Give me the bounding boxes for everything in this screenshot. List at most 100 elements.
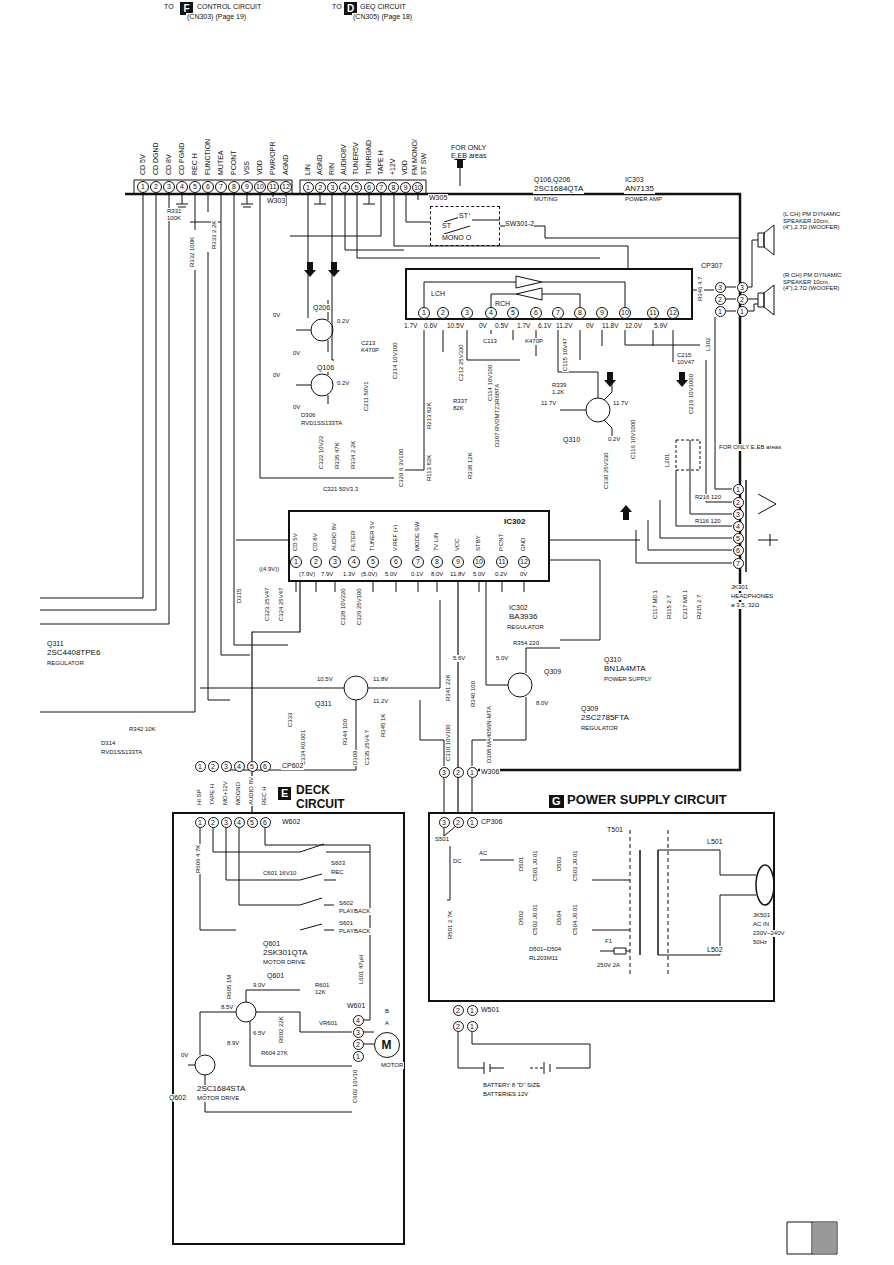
schematic-label: MONO O — [441, 234, 472, 242]
schematic-label: Q206 — [312, 304, 331, 312]
schematic-label: W303 — [266, 197, 286, 205]
schematic-label: 0V — [292, 404, 301, 411]
schematic-label: CP306 — [480, 818, 503, 826]
transistor-symbol — [508, 673, 532, 697]
wire — [420, 700, 444, 766]
pin-number: 1 — [737, 306, 748, 317]
component-label: R338 12K — [467, 451, 474, 480]
wire — [524, 582, 525, 592]
pin-number: 4 — [234, 817, 245, 828]
wire — [404, 330, 424, 470]
ac-inlet-symbol — [756, 865, 774, 905]
schematic-label: Q601 — [266, 972, 285, 980]
transistor-symbol — [586, 398, 610, 422]
component-label: STBY — [475, 534, 482, 552]
schematic-label: R216 120 — [694, 494, 722, 501]
component-label: R215 2.7 — [696, 594, 703, 620]
wire — [418, 582, 419, 592]
wire — [300, 180, 426, 194]
schematic-label: 0.5V — [494, 322, 509, 329]
schematic-label: B — [384, 1008, 390, 1015]
schematic-label: R604 27K — [260, 1050, 289, 1057]
component-label: LIN — [304, 163, 312, 176]
wire — [639, 850, 641, 955]
schematic-label: A — [384, 1020, 390, 1027]
component-label: C322 10V22 — [318, 435, 325, 470]
pin-number: 6 — [390, 556, 402, 568]
schematic-label: (L CH) PM DYNAMIC SPEAKER 10cm, (4"),2.7… — [782, 211, 848, 231]
schematic-label: T501 — [606, 826, 624, 834]
wire — [236, 540, 288, 541]
component-label: R115 2.7 — [666, 594, 673, 620]
schematic-label: CONTROL CIRCUIT — [196, 3, 262, 11]
transistor-symbol — [344, 676, 368, 700]
pin-number: 3 — [163, 181, 175, 193]
wire — [486, 582, 508, 685]
pin-number: 2 — [453, 1005, 464, 1016]
component-label: TAPE H — [209, 783, 216, 806]
wire — [328, 340, 329, 352]
circuit-wire — [252, 582, 300, 812]
component-label: C116 10V1000 — [630, 418, 637, 460]
pin-number: 4 — [234, 761, 245, 772]
component-label: HI SP — [196, 788, 203, 806]
schematic-label: 2SK301QTA — [262, 949, 308, 958]
schematic-label: MOTOR — [380, 1062, 404, 1069]
pin-number: 9 — [400, 182, 411, 193]
wire — [447, 846, 450, 900]
component-label: C217 M0.1 — [682, 589, 689, 620]
component-label: C326 25V100 — [356, 587, 363, 626]
pin-number: 9 — [452, 556, 464, 568]
schematic-label: PLAYBACK — [338, 928, 371, 935]
pin-number: 4 — [348, 556, 360, 568]
schematic-label: S603 — [330, 860, 346, 867]
section-letter: E — [278, 787, 291, 800]
pin-number: 2 — [453, 767, 464, 778]
schematic-label: ø 3.5, 32Ω — [730, 602, 760, 609]
wire — [653, 330, 654, 346]
wire — [673, 330, 674, 362]
component-label: MOGND — [235, 781, 242, 806]
pin-number: 1 — [467, 817, 478, 828]
schematic-label: HEADPHONES — [730, 593, 774, 600]
wire — [676, 470, 732, 526]
component-symbol — [764, 285, 774, 315]
signal-arrow — [304, 262, 316, 277]
schematic-label: R337 82K — [452, 398, 474, 411]
schematic-label: C113 — [482, 338, 498, 345]
wire — [40, 194, 195, 712]
wire — [787, 1222, 837, 1254]
component-label: C214 10V100 — [392, 341, 399, 380]
component-label: REC H — [261, 785, 268, 806]
wire — [491, 330, 492, 334]
schematic-label: 0.6V — [423, 322, 438, 329]
wire — [176, 194, 188, 207]
component-label: AUDIO 8V — [248, 776, 255, 806]
component-label: R113 82K — [426, 454, 433, 482]
component-label: FUNCTION — [204, 138, 212, 176]
pin-number: 8 — [574, 307, 586, 319]
schematic-label: D501~D504 — [528, 946, 562, 953]
component-label: L302 — [705, 337, 712, 352]
wire — [580, 294, 581, 307]
schematic-label: R601 12K — [314, 982, 338, 995]
wire — [748, 299, 758, 300]
pin-number: 2 — [208, 761, 219, 772]
schematic-label: 11.8V — [449, 571, 466, 578]
wire — [484, 1062, 550, 1074]
wire — [200, 828, 236, 930]
component-label: R344 100 — [342, 718, 349, 746]
schematic-label: (CN303) (Page 19) — [186, 13, 247, 21]
wire — [472, 1032, 590, 1068]
wire — [246, 990, 300, 1002]
schematic-label: W501 — [480, 1006, 500, 1014]
pin-number: 1 — [353, 1051, 364, 1062]
schematic-label: ST — [441, 222, 452, 230]
schematic-label: REGULATOR — [506, 624, 545, 631]
schematic-label: R339 1.2K — [551, 382, 575, 395]
wire — [630, 830, 631, 975]
pin-number: 3 — [733, 509, 744, 520]
wire — [758, 534, 778, 546]
schematic-label: 0.2V — [336, 380, 350, 387]
